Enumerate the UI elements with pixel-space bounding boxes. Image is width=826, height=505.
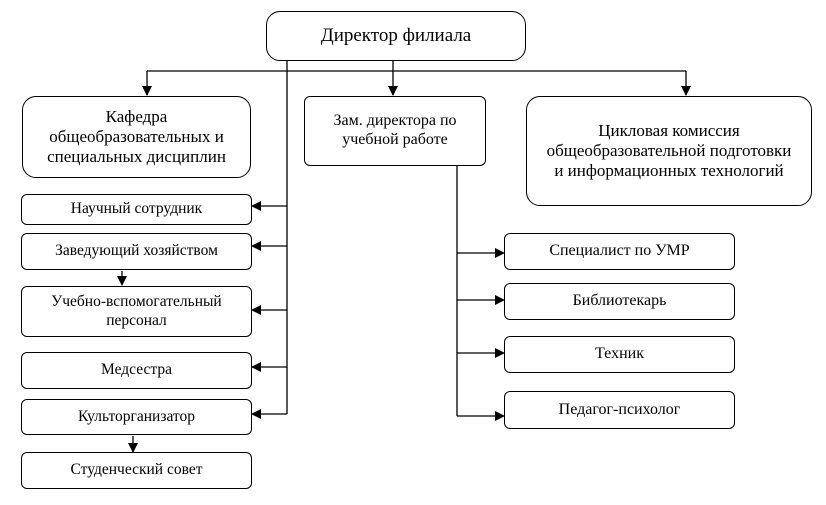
nurse-box: Медсестра	[21, 352, 252, 389]
director-box: Директор филиала	[266, 11, 526, 61]
umr-specialist-box: Специалист по УМР	[504, 233, 735, 270]
supply-manager-box: Заведующий хозяйством	[21, 233, 252, 270]
technician-box: Техник	[504, 336, 735, 373]
student-council-box: Студенческий совет	[21, 452, 252, 489]
librarian-box: Библиотекарь	[504, 283, 735, 320]
support-staff-box: Учебно-вспомогательный персонал	[21, 286, 252, 337]
psychologist-box: Педагог-психолог	[504, 391, 735, 429]
organizer-box: Культорганизатор	[21, 399, 252, 435]
scientist-box: Научный сотрудник	[21, 194, 252, 225]
deputy-box: Зам. директора по учебной работе	[304, 96, 486, 166]
commission-box: Цикловая комиссия общеобразовательной по…	[526, 96, 812, 206]
department-box: Кафедра общеобразовательных и специальны…	[22, 96, 251, 178]
